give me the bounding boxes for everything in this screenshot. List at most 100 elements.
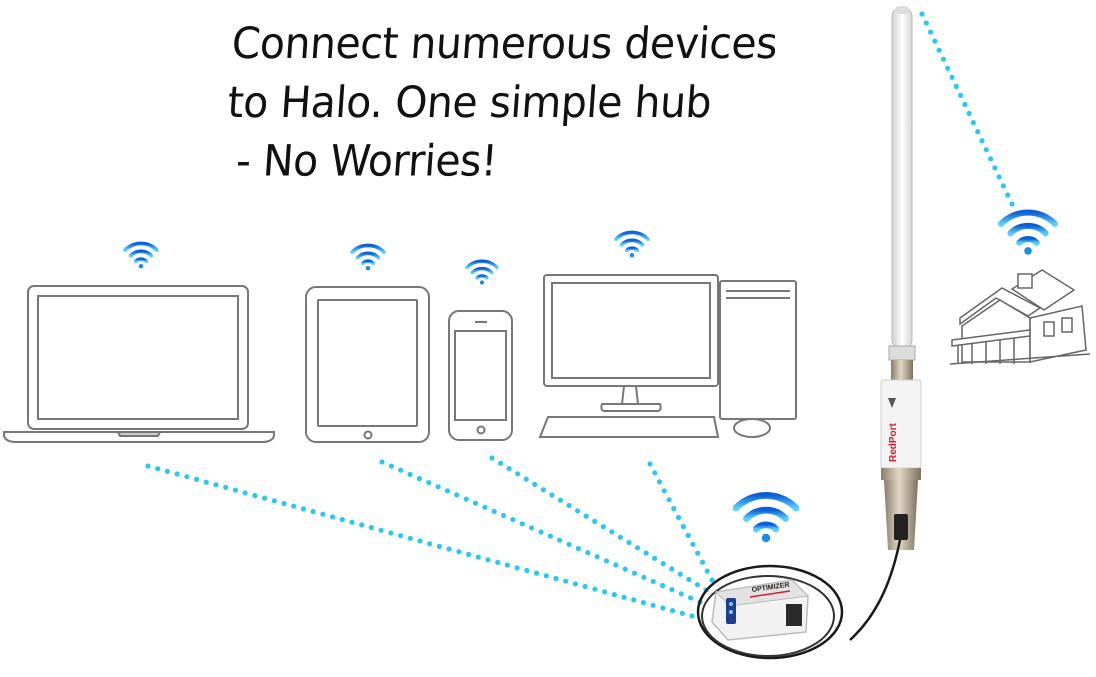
tablet-signal-line: [379, 459, 703, 605]
signal-dot: [622, 566, 628, 572]
signal-dot: [534, 570, 540, 576]
signal-dot: [676, 514, 682, 521]
signal-dot: [184, 474, 190, 480]
signal-dot: [368, 525, 374, 531]
tablet-wifi-icon: [350, 243, 386, 273]
signal-dot: [609, 529, 615, 535]
signal-dot: [223, 484, 229, 490]
signal-dot: [379, 459, 385, 465]
signal-dot: [949, 74, 955, 80]
signal-dot: [472, 500, 479, 506]
phone-icon: [448, 310, 513, 441]
signal-dot: [983, 147, 989, 153]
signal-dot: [538, 529, 544, 535]
signal-dot: [174, 471, 180, 477]
signal-dot: [566, 541, 572, 548]
signal-dot: [621, 594, 627, 600]
signal-dot: [145, 463, 151, 469]
signal-dot: [456, 549, 462, 555]
signal-dot: [945, 65, 951, 71]
signal-dot: [677, 571, 683, 577]
signal-dot: [427, 541, 433, 547]
signal-dot: [709, 577, 715, 583]
signal-dot: [281, 500, 287, 507]
antenna-signal-line: [919, 11, 1015, 207]
signal-dot: [650, 578, 656, 585]
signal-dot: [617, 534, 624, 540]
signal-dot: [300, 506, 306, 512]
signal-dot: [407, 471, 413, 477]
signal-dot: [252, 492, 258, 499]
signal-dot: [155, 466, 161, 472]
signal-dot: [262, 495, 268, 501]
signal-dot: [242, 490, 248, 496]
signal-dot: [519, 521, 525, 527]
signal-dot: [463, 496, 469, 502]
signal-dot: [271, 498, 277, 504]
laptop-icon: [3, 285, 275, 443]
signal-dot: [330, 514, 336, 520]
signal-dot: [666, 497, 672, 503]
signal-dot: [489, 455, 495, 461]
signal-dot: [953, 83, 959, 89]
signal-dot: [679, 610, 685, 616]
signal-dot: [626, 539, 632, 546]
signal-dot: [631, 570, 638, 576]
antenna: RedPort: [880, 6, 922, 550]
signal-dot: [378, 527, 384, 533]
signal-dot: [704, 568, 710, 574]
signal-dot: [690, 541, 696, 547]
signal-dot: [975, 129, 981, 135]
signal-dot: [557, 537, 563, 543]
signal-dot: [549, 492, 555, 498]
signal-dot: [388, 463, 394, 469]
signal-dot: [557, 497, 564, 503]
signal-dot: [582, 583, 588, 590]
signal-dot: [594, 554, 600, 560]
signal-dot: [575, 508, 581, 514]
signal-dot: [398, 467, 404, 473]
signal-dot: [504, 562, 510, 568]
signal-dot: [660, 605, 666, 611]
signal-dot: [660, 561, 666, 567]
signal-dot: [602, 589, 608, 595]
antenna-brand-text: RedPort: [888, 422, 899, 462]
signal-dot: [694, 582, 701, 588]
signal-dot: [213, 482, 219, 488]
signal-dot: [491, 508, 497, 514]
signal-dot: [613, 562, 619, 568]
signal-dot: [611, 592, 617, 598]
signal-dot: [529, 525, 535, 531]
signal-dot: [510, 517, 516, 523]
signal-dot: [532, 481, 538, 487]
signal-lines: [145, 11, 1015, 619]
signal-dot: [524, 567, 530, 574]
laptop-wifi-icon: [123, 241, 159, 271]
signal-dot: [466, 551, 472, 558]
antenna-brand-label: RedPort: [888, 422, 899, 462]
signal-dot: [966, 110, 972, 117]
signal-dot: [446, 546, 452, 552]
signal-dot: [652, 555, 658, 561]
desktop-wifi-icon: [614, 230, 650, 260]
signal-dot: [688, 595, 694, 601]
signal-dot: [643, 550, 649, 556]
antenna-wifi-icon: [736, 495, 796, 542]
signal-dot: [647, 461, 653, 467]
signal-dot: [164, 468, 170, 474]
signal-dot: [339, 517, 345, 523]
signal-dot: [436, 543, 442, 550]
signal-dot: [515, 471, 521, 477]
signal-dot: [498, 460, 504, 466]
signal-dot: [992, 165, 998, 171]
signal-dot: [495, 559, 501, 566]
signal-dot: [940, 56, 947, 62]
signal-dot: [680, 523, 687, 530]
desktop-computer-icon: [538, 274, 797, 438]
signal-dot: [962, 101, 968, 108]
signal-dot: [417, 538, 423, 544]
signal-dot: [398, 533, 404, 539]
signal-dot: [592, 586, 598, 592]
signal-dot: [686, 576, 692, 583]
